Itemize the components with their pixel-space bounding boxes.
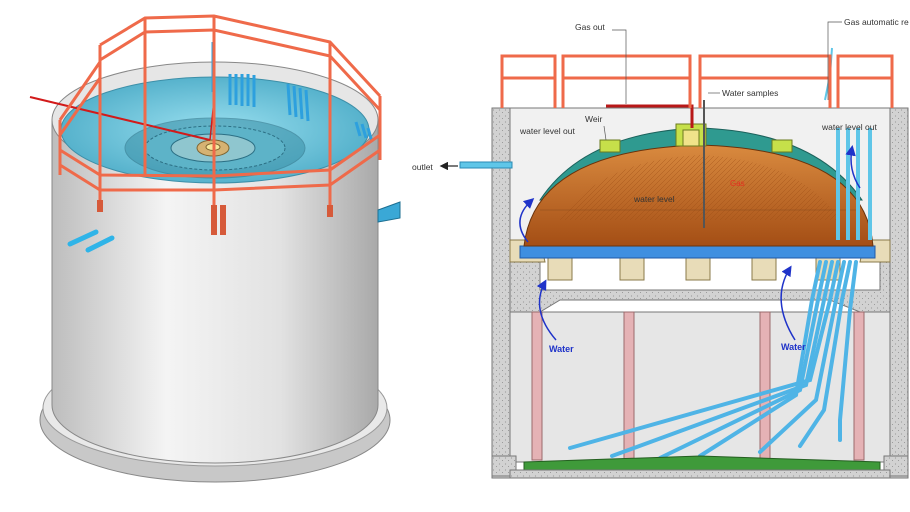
flow-arrow-upper-left — [519, 197, 535, 243]
dome-base-plate — [519, 245, 876, 259]
section-railing — [500, 54, 894, 108]
label-weir: Weir — [585, 114, 602, 124]
wall-pipe-1 — [67, 229, 99, 247]
foundation — [509, 469, 891, 479]
tank-3d — [29, 14, 401, 483]
outlet-pipe — [459, 161, 513, 169]
label-water-samples: Water samples — [722, 88, 778, 98]
flow-arrow-upper-right — [845, 145, 861, 189]
gas-out-pipe — [606, 104, 694, 128]
tank-cross-section — [439, 21, 909, 479]
tank-wall — [51, 119, 379, 464]
gas-collector-inner — [682, 129, 700, 147]
hopper-slab — [509, 245, 891, 313]
gas-pipe-line — [29, 96, 211, 141]
label-outlet: outlet — [412, 162, 433, 172]
label-water-left: Water — [549, 344, 574, 354]
weir-left — [599, 139, 621, 153]
label-water-level-out-right: water level out — [821, 122, 877, 132]
label-gas-out: Gas out — [575, 22, 605, 32]
weir-right — [771, 139, 793, 153]
floor-bed — [523, 455, 881, 471]
label-gas-automatic: Gas automatic re — [844, 17, 909, 27]
support-blocks — [547, 257, 841, 281]
leader-lines — [603, 21, 842, 141]
label-water-level: water level — [633, 194, 675, 204]
label-water-level-out-left: water level out — [519, 126, 575, 136]
wall-pipe-2 — [85, 235, 115, 253]
side-outlet-pipe — [377, 201, 401, 223]
flow-arrow-lower-right — [780, 265, 796, 341]
sample-pipes-left — [228, 74, 256, 107]
railing-feet — [97, 200, 333, 235]
right-wall — [889, 107, 909, 479]
label-gas: Gas — [730, 179, 745, 188]
feed-pipes — [568, 260, 858, 460]
railing — [58, 14, 382, 205]
dome-texture — [560, 155, 840, 220]
flow-arrow-lower-left — [536, 279, 557, 341]
label-water-right: Water — [781, 342, 806, 352]
sample-pipes-right — [286, 83, 310, 122]
